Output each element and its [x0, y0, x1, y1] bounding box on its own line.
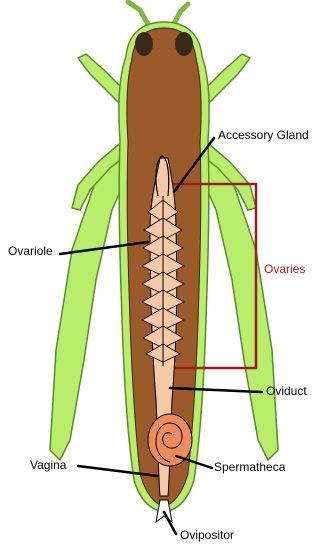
- left-antenna: [128, 2, 150, 28]
- label-oviduct: Oviduct: [266, 384, 307, 398]
- label-accessory-gland: Accessory Gland: [218, 128, 309, 142]
- label-spermatheca: Spermatheca: [214, 460, 285, 474]
- label-ovipositor: Ovipositor: [180, 528, 234, 542]
- label-ovaries: Ovaries: [264, 262, 305, 276]
- left-eye: [135, 32, 153, 56]
- right-eye: [175, 32, 193, 56]
- label-ovariole: Ovariole: [8, 244, 53, 258]
- label-vagina: Vagina: [30, 458, 66, 472]
